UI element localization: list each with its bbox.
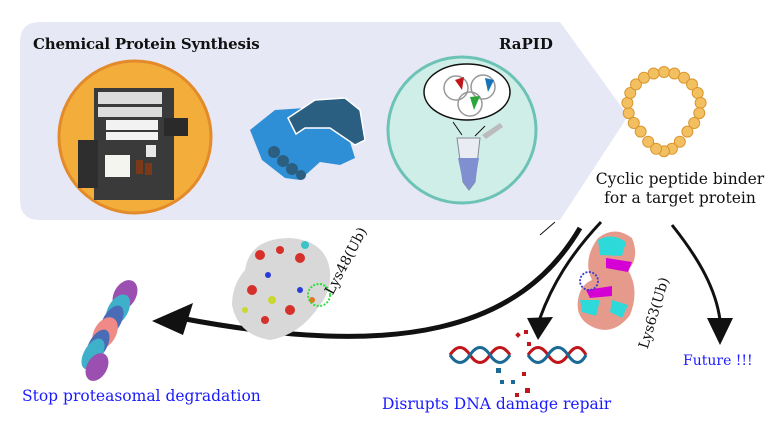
- bead: [673, 135, 686, 148]
- bead: [622, 107, 635, 120]
- bead: [650, 142, 663, 155]
- bead: [621, 96, 634, 109]
- cyclic-peptide-bead-ring-icon: [621, 66, 707, 158]
- lys48-ubiquitin-protein-surface-icon: [232, 238, 331, 340]
- arrowhead-proteasome: [152, 303, 193, 335]
- bead: [627, 117, 640, 129]
- bead: [630, 78, 642, 91]
- bead: [642, 135, 655, 148]
- cyclic-peptide-caption-line2: for a target protein: [604, 189, 756, 207]
- bead: [686, 78, 698, 91]
- rapid-title: RaPID: [499, 35, 553, 53]
- bead: [691, 87, 704, 99]
- stop-degradation-label: Stop proteasomal degradation: [22, 387, 261, 405]
- dna-repair-label: Disrupts DNA damage repair: [382, 395, 612, 413]
- proteasome-icon: [81, 280, 138, 381]
- arrowhead-future: [707, 318, 733, 345]
- arrow-to-future: [670, 224, 722, 321]
- arrowhead-dna: [527, 317, 553, 340]
- lys63-ubiquitin-protein-surface-icon: [577, 231, 636, 330]
- bead: [693, 107, 706, 120]
- bead: [658, 66, 670, 78]
- handshake-icon: [250, 97, 366, 180]
- peptide-synthesizer-icon: [57, 59, 213, 215]
- cyclic-peptide-caption-line1: Cyclic peptide binder: [595, 170, 765, 188]
- chemical-protein-synthesis-title: Chemical Protein Synthesis: [33, 35, 260, 53]
- future-label: Future !!!: [683, 353, 753, 369]
- leader-line: [539, 221, 556, 236]
- cyclic-peptide-caption: Cyclic peptide binder for a target prote…: [585, 170, 773, 208]
- bead: [647, 67, 660, 80]
- bead: [681, 125, 694, 138]
- rapid-selection-tube-icon: [386, 55, 538, 205]
- bead: [624, 87, 637, 99]
- bead: [678, 71, 690, 84]
- bead: [688, 117, 701, 129]
- bead: [634, 125, 647, 138]
- bead: [694, 96, 707, 109]
- broken-dna-helix-icon: [448, 330, 588, 397]
- arrow-to-dna: [538, 220, 603, 319]
